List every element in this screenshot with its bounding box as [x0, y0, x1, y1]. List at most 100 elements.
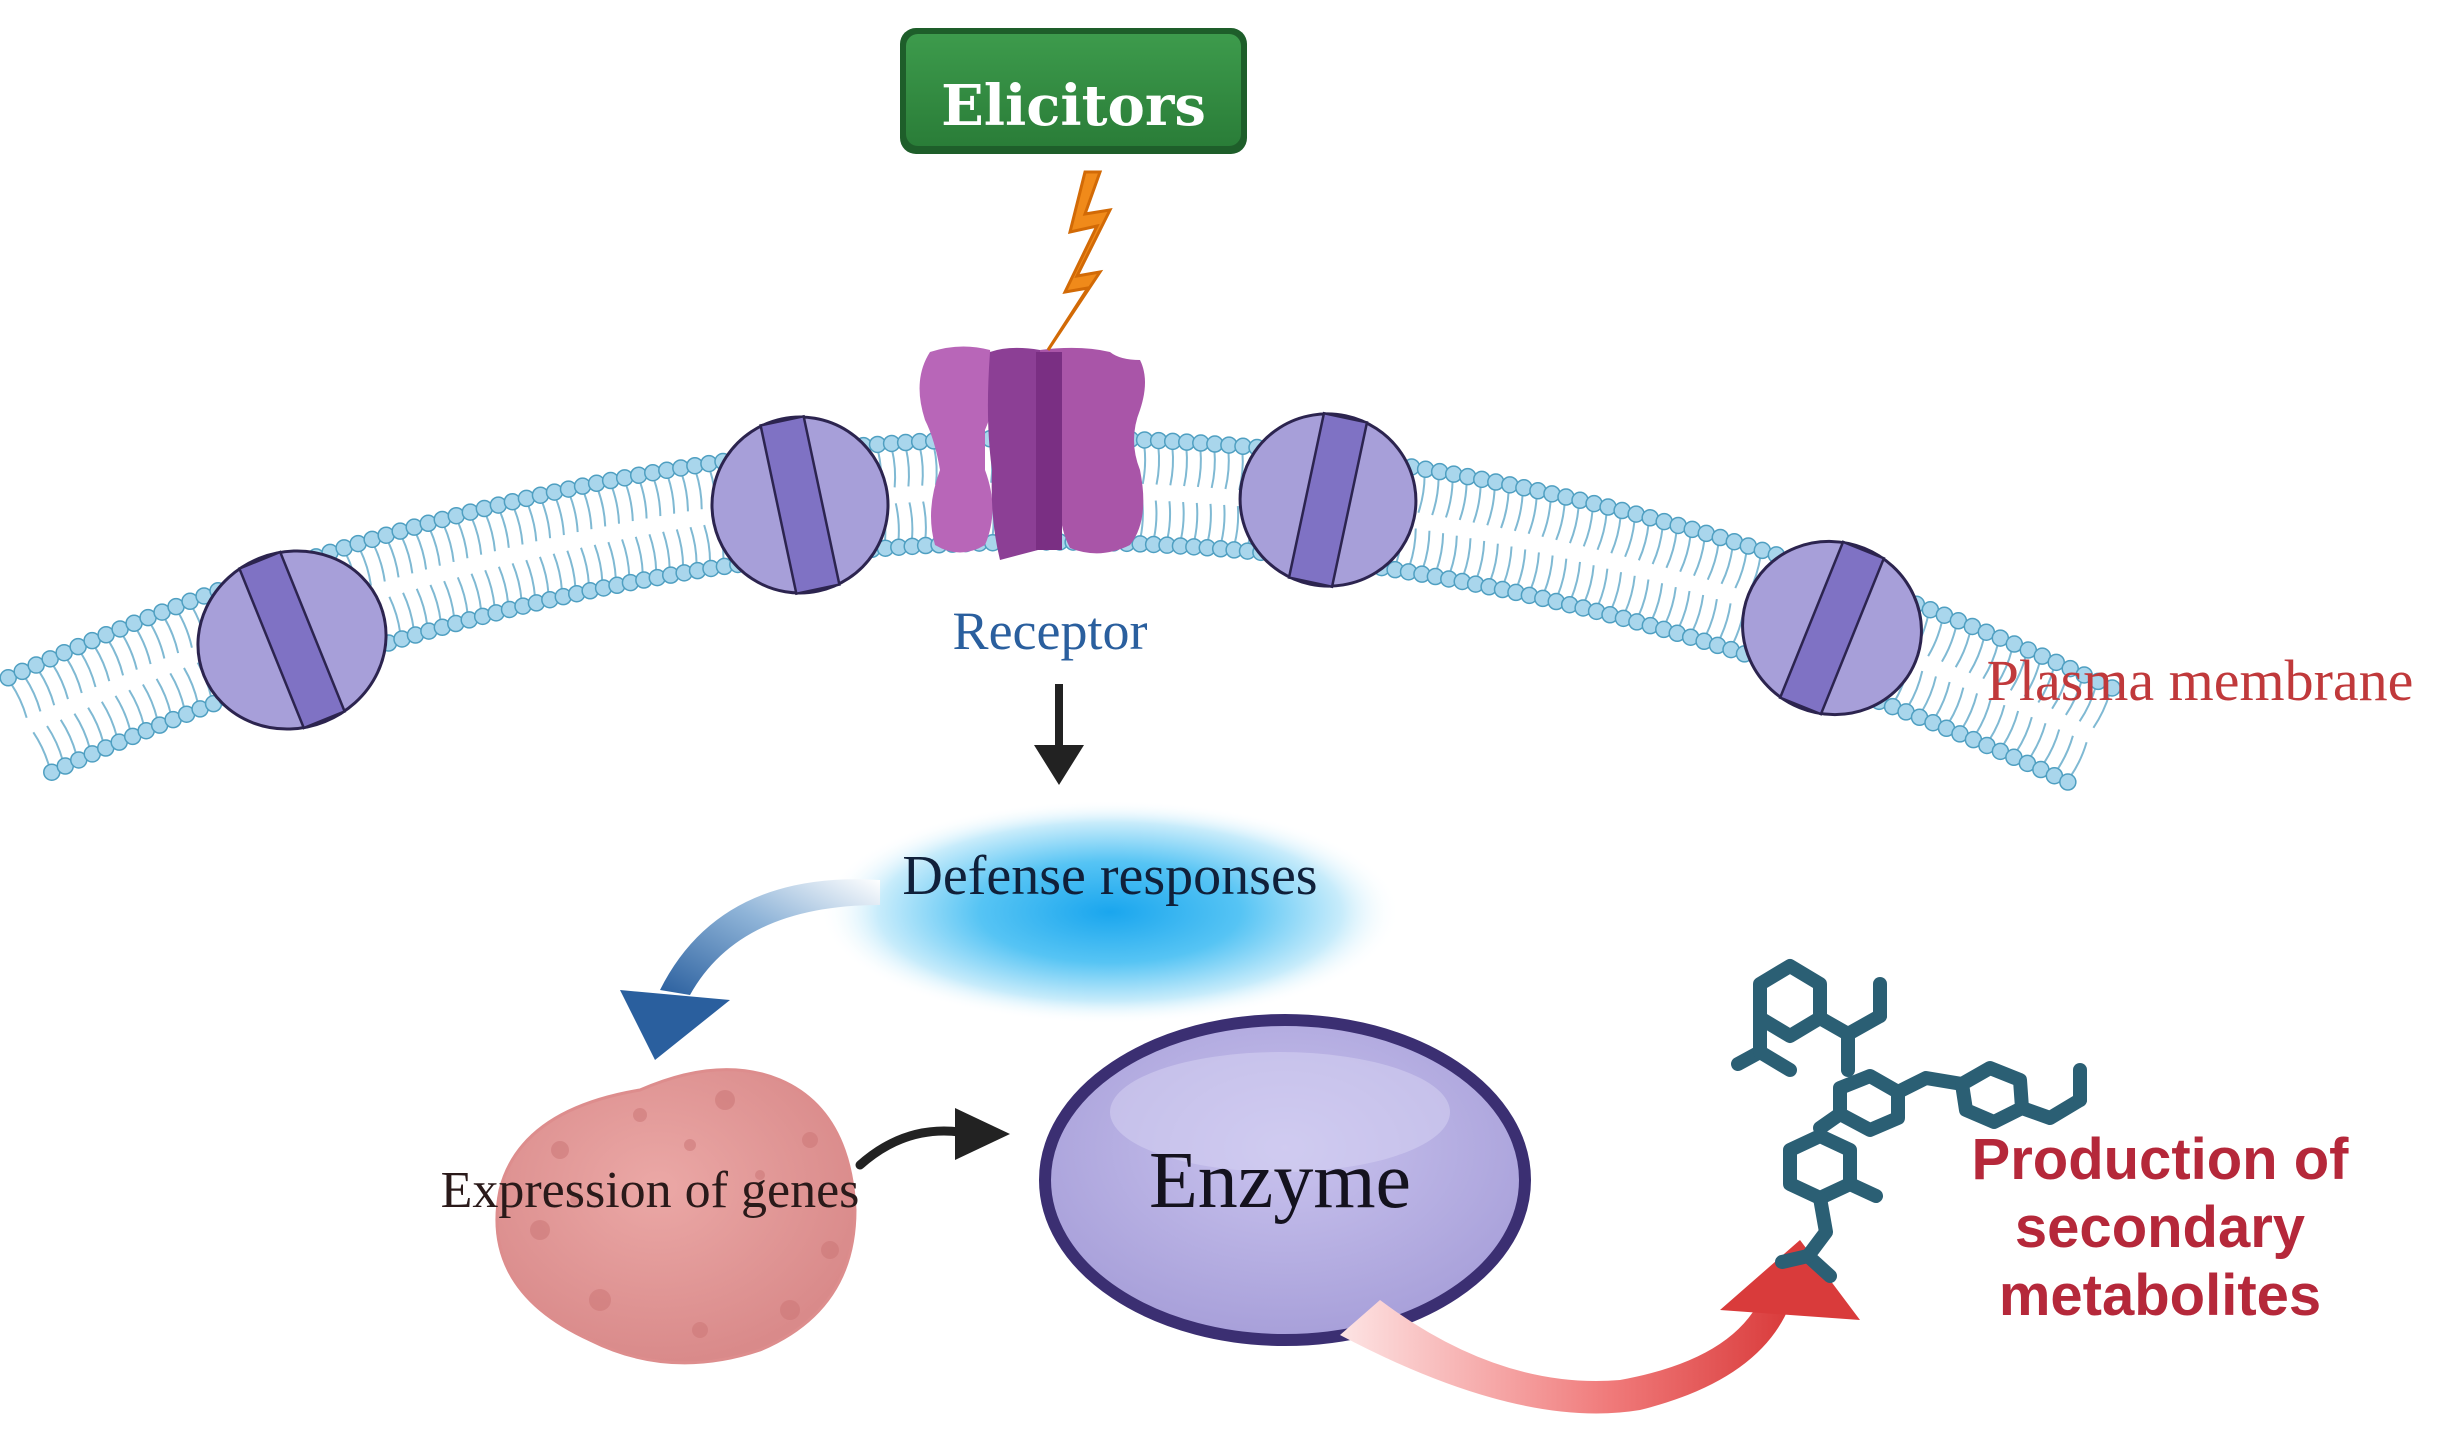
- lipid-head: [1458, 467, 1477, 486]
- lipid-tail: [1422, 530, 1431, 569]
- curved-arrow-blue: [620, 879, 880, 1060]
- lipid-tail: [638, 480, 648, 519]
- enzyme-label: Enzyme: [1148, 1137, 1412, 1225]
- lipid-tail: [498, 510, 510, 548]
- molecule-icon: [1731, 959, 1887, 1077]
- lipid-tail: [1458, 482, 1468, 521]
- lipid-tail: [135, 628, 152, 665]
- lipid-tail: [703, 524, 712, 563]
- lipid-head: [1543, 485, 1561, 503]
- lipid-tail: [149, 622, 166, 659]
- lipid-tail: [1720, 547, 1734, 585]
- lipid-tail: [1968, 637, 1986, 674]
- lipid-tail: [1691, 594, 1705, 632]
- lipid-tail: [1555, 502, 1566, 541]
- lipid-tail: [1155, 446, 1161, 485]
- lipid-tail: [2056, 735, 2074, 771]
- lipid-tail: [2069, 741, 2088, 778]
- lipid-tail: [388, 596, 402, 634]
- lipid-tail: [1947, 687, 1965, 724]
- lipid-head: [1430, 462, 1449, 481]
- receptor-label: Receptor: [952, 601, 1148, 661]
- lipid-tail: [1610, 572, 1623, 610]
- lipid-tail: [114, 695, 132, 732]
- lipid-tail: [2015, 716, 2033, 753]
- lipid-tail: [1637, 579, 1650, 617]
- lipid-tail: [1693, 539, 1706, 577]
- lipid-tail: [1152, 500, 1158, 539]
- lipid-head: [1444, 465, 1463, 483]
- lipid-head: [629, 466, 648, 484]
- lipid-tail: [470, 517, 483, 555]
- lipid-tail: [93, 645, 111, 682]
- lipid-tail: [568, 494, 579, 533]
- lipid-tail: [386, 540, 400, 578]
- lipid-head: [1416, 460, 1435, 479]
- lipid-tail: [1141, 445, 1147, 485]
- lipid-tail: [1513, 493, 1524, 532]
- lipid-head: [573, 477, 592, 495]
- lipid-tail: [680, 473, 689, 512]
- lipid-tail: [1196, 448, 1202, 488]
- lipid-tail: [163, 617, 180, 654]
- lipid-tail: [1596, 512, 1608, 551]
- lipid-tail: [1927, 620, 1944, 657]
- lipid-tail: [1679, 535, 1692, 573]
- lipid-tail: [456, 576, 469, 615]
- lipid-tail: [894, 503, 900, 542]
- lipid-tail: [540, 500, 552, 539]
- lipid-tail: [1982, 643, 1999, 680]
- lipid-tail: [51, 663, 69, 700]
- lipid-tail: [905, 448, 910, 487]
- lipid-head: [1515, 479, 1533, 497]
- lipid-tail: [1934, 681, 1951, 718]
- elicitors-box: [900, 28, 1247, 154]
- lipid-tail: [1556, 558, 1568, 597]
- lipid-tail: [1166, 501, 1172, 540]
- lipid-head: [1501, 476, 1519, 494]
- lipid-tail: [169, 672, 186, 709]
- lipid-tail: [1233, 505, 1240, 545]
- lipid-tail: [1529, 552, 1540, 590]
- lipid-tail: [1718, 603, 1732, 641]
- lipid-tail: [1193, 502, 1199, 542]
- lipid-tail: [1704, 599, 1718, 636]
- lipid-tail: [2001, 710, 2020, 747]
- lipid-head: [601, 471, 620, 490]
- lipid-tail: [177, 611, 193, 648]
- lipid-head: [1473, 470, 1491, 489]
- lipid-tail: [1677, 590, 1691, 628]
- lipid-tail: [526, 503, 538, 542]
- lipid-tail: [919, 447, 924, 486]
- lipid-tail: [539, 556, 550, 594]
- lipid-head: [531, 486, 550, 504]
- lipid-tail: [1961, 693, 1979, 729]
- gene-expression-blob: [495, 1068, 857, 1365]
- lipid-head: [517, 489, 536, 508]
- lipid-tail: [1169, 447, 1174, 486]
- lipid-tail: [65, 657, 83, 694]
- lipid-head: [2075, 666, 2093, 684]
- lipid-head: [2103, 679, 2121, 697]
- lipid-tail: [1444, 480, 1454, 518]
- secondary-metabolites-label: Production of secondary metabolites: [1971, 1127, 2349, 1328]
- lipid-tail: [922, 501, 927, 540]
- lipid-tail: [1624, 575, 1636, 613]
- lipid-tail: [2029, 723, 2047, 759]
- lipid-tail: [1206, 503, 1212, 543]
- lipid-tail: [2078, 686, 2097, 722]
- lipid-head: [559, 480, 578, 498]
- down-arrow: [1034, 684, 1084, 785]
- lipid-tail: [107, 639, 125, 676]
- lipid-tail: [1651, 527, 1664, 565]
- lipid-tail: [1179, 501, 1185, 541]
- membrane-protein-icon: [1238, 411, 1418, 589]
- lipid-tail: [155, 678, 172, 715]
- curved-arrow-black: [855, 1108, 1010, 1170]
- defense-responses-glow: [820, 800, 1400, 1024]
- lipid-tail: [610, 486, 621, 524]
- lipid-tail: [358, 548, 372, 586]
- lipid-tail: [23, 676, 42, 712]
- lipid-tail: [442, 524, 455, 563]
